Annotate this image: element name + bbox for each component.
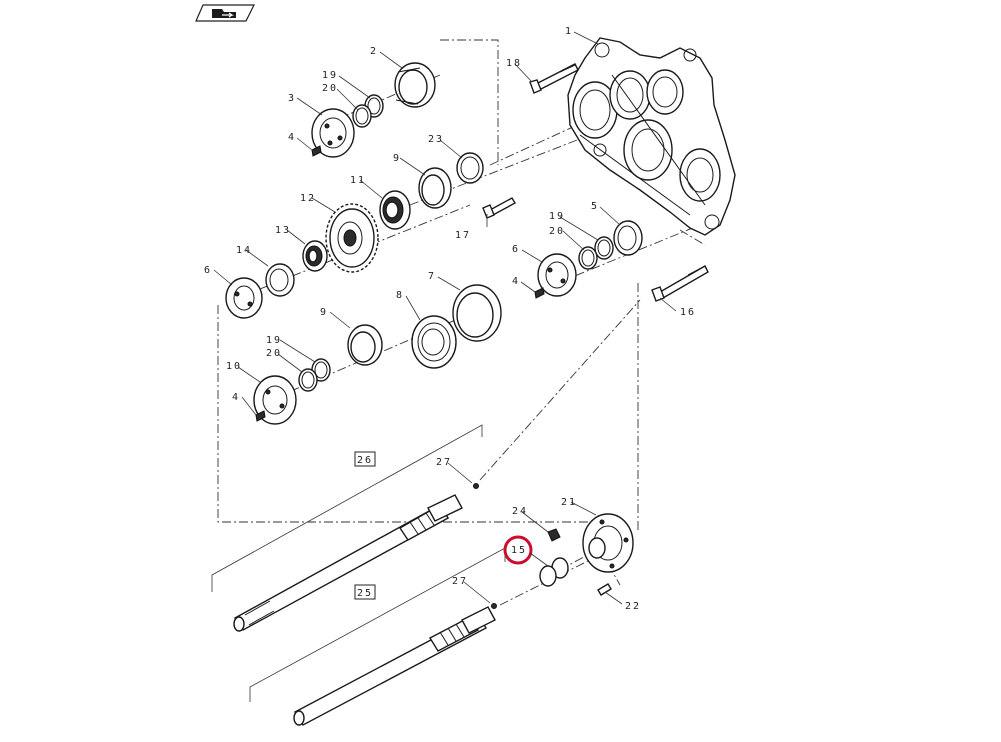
callout-20-right[interactable]: 20: [549, 226, 565, 237]
callout-1[interactable]: 1: [565, 26, 573, 37]
callout-20-lower[interactable]: 20: [266, 348, 282, 359]
bearing-cover-6-right: [537, 253, 577, 297]
callout-26-box[interactable]: 26: [354, 451, 376, 467]
callout-5[interactable]: 5: [591, 201, 599, 212]
callout-16[interactable]: 16: [680, 307, 696, 318]
callout-9-upper[interactable]: 9: [393, 153, 401, 164]
callout-20-top[interactable]: 20: [322, 83, 338, 94]
callout-27-upper[interactable]: 27: [436, 457, 452, 468]
transfer-case-housing: [567, 37, 736, 236]
callout-22[interactable]: 22: [625, 601, 641, 612]
bolt-16: [651, 265, 709, 302]
highlight-circle[interactable]: [503, 535, 533, 565]
callout-26[interactable]: 26: [357, 455, 373, 466]
bearing-cover-3: [311, 108, 355, 158]
callout-17[interactable]: 17: [455, 230, 471, 241]
callout-19-top[interactable]: 19: [322, 70, 338, 81]
bearing-cone-8: [411, 315, 457, 369]
bearing-cup-14: [265, 263, 295, 297]
callout-23[interactable]: 23: [428, 134, 444, 145]
o-ring-15: [539, 557, 569, 587]
bearing-cup-2: [394, 62, 436, 108]
callout-13[interactable]: 13: [275, 225, 291, 236]
callout-6-right[interactable]: 6: [512, 244, 520, 255]
callout-25-box[interactable]: 25: [354, 584, 376, 600]
bearing-cup-9-lower: [347, 324, 383, 366]
output-shaft-25: [249, 547, 506, 726]
screw-4-right: [534, 287, 545, 299]
bolt-22: [597, 583, 612, 596]
callout-15[interactable]: 15: [511, 545, 527, 556]
screw-4-lower: [255, 410, 266, 422]
gear-12: [325, 203, 379, 273]
tapered-bearing-13: [302, 240, 328, 272]
callout-25[interactable]: 25: [357, 588, 373, 599]
bearing-cup-7: [452, 284, 502, 342]
page-nav-button[interactable]: [195, 4, 255, 22]
callout-14[interactable]: 14: [236, 245, 252, 256]
nut-24: [547, 528, 561, 542]
bearing-cup-5: [613, 220, 643, 256]
callout-12[interactable]: 12: [300, 193, 316, 204]
tapered-bearing-11: [379, 190, 411, 230]
callout-9-lower[interactable]: 9: [320, 307, 328, 318]
bolt-17: [482, 197, 516, 219]
callout-24[interactable]: 24: [512, 506, 528, 517]
callout-4-right[interactable]: 4: [512, 276, 520, 287]
callout-7[interactable]: 7: [428, 271, 436, 282]
screw-4-top: [311, 145, 322, 157]
callout-18[interactable]: 18: [506, 58, 522, 69]
callout-27-lower[interactable]: 27: [452, 576, 468, 587]
callout-6-left[interactable]: 6: [204, 265, 212, 276]
page-arrow-icon: [212, 9, 236, 18]
callout-8[interactable]: 8: [396, 290, 404, 301]
callout-4-lower[interactable]: 4: [232, 392, 240, 403]
bearing-cup-9-upper: [418, 167, 452, 209]
callout-10[interactable]: 10: [226, 361, 242, 372]
callout-2[interactable]: 2: [370, 46, 378, 57]
bolt-18: [529, 63, 579, 94]
callout-3[interactable]: 3: [288, 93, 296, 104]
callout-4-top[interactable]: 4: [288, 132, 296, 143]
snap-ring-20-right: [578, 246, 598, 270]
snap-ring-19-right: [594, 236, 614, 260]
leader-lines: [213, 31, 677, 605]
bearing-cover-6-left: [225, 277, 263, 319]
flange-21: [582, 513, 634, 573]
callout-11[interactable]: 11: [350, 175, 366, 186]
callout-19-lower[interactable]: 19: [266, 335, 282, 346]
snap-ring-20-top: [352, 104, 372, 128]
callout-highlight-15[interactable]: [503, 535, 533, 565]
output-shaft-26: [211, 424, 483, 632]
seal-ring-23: [456, 152, 484, 184]
snap-ring-20-lower: [298, 368, 318, 392]
callout-labels: 1 2 3 4 18 19 20 23 9 11 12 13 14 6 17 1…: [204, 26, 696, 612]
callout-21[interactable]: 21: [561, 497, 577, 508]
callout-19-right[interactable]: 19: [549, 211, 565, 222]
